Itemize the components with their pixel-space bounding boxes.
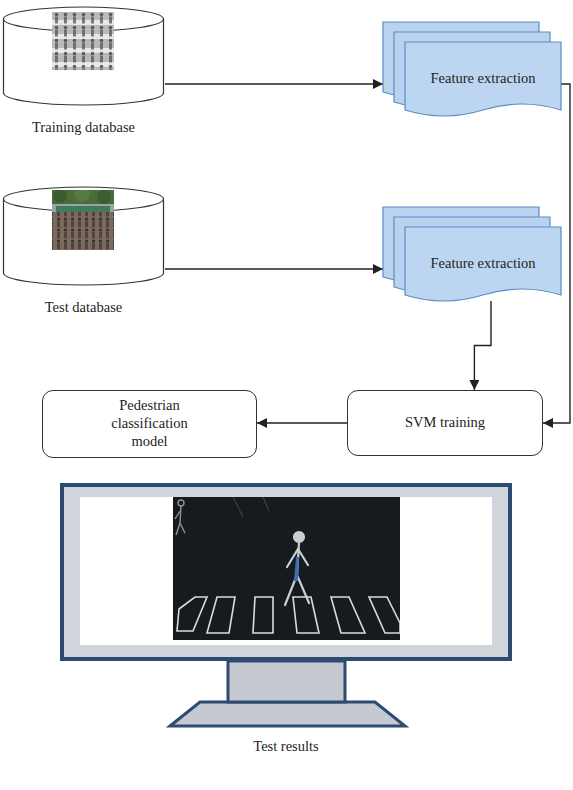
database-node: Training database — [2, 5, 165, 141]
text-area: Test results — [60, 733, 512, 761]
node-label: SVM training — [405, 414, 485, 432]
database-cylinder — [2, 185, 165, 295]
node-label: Test database — [45, 299, 123, 317]
node-label: Feature extraction — [430, 255, 535, 273]
text-area: Training database — [2, 116, 165, 140]
text-area: Feature extraction — [405, 48, 561, 110]
cylinder-top — [4, 187, 164, 211]
node-label: Test results — [253, 738, 318, 756]
monitor-stand — [228, 661, 345, 702]
text-area: Feature extraction — [405, 233, 561, 295]
feature-extraction-node: Feature extraction — [383, 207, 561, 305]
node-label: Feature extraction — [430, 70, 535, 88]
monitor-node: Test results — [60, 483, 512, 768]
flow-arrow — [257, 422, 347, 423]
flow-arrow — [474, 301, 491, 390]
detection-result-image — [173, 497, 400, 640]
flow-arrow — [165, 83, 383, 84]
text-area: Test database — [2, 296, 165, 320]
process-box: Pedestrian classification model — [42, 390, 257, 458]
monitor-screen — [80, 497, 492, 645]
cylinder-body — [4, 199, 164, 285]
process-box: SVM training — [347, 390, 543, 456]
monitor-frame — [62, 485, 510, 659]
text-area: SVM training — [348, 391, 542, 455]
monitor-illustration — [60, 483, 512, 728]
text-area: Pedestrian classification model — [43, 391, 256, 457]
database-node: Test database — [2, 185, 165, 321]
street-photo — [52, 186, 114, 250]
flow-arrow — [165, 268, 383, 269]
node-label: Pedestrian classification model — [94, 397, 206, 450]
node-label: Training database — [32, 119, 135, 137]
database-cylinder — [2, 5, 165, 115]
monitor-base — [170, 702, 405, 726]
feature-extraction-node: Feature extraction — [383, 22, 561, 120]
crowd-photo — [52, 12, 114, 70]
